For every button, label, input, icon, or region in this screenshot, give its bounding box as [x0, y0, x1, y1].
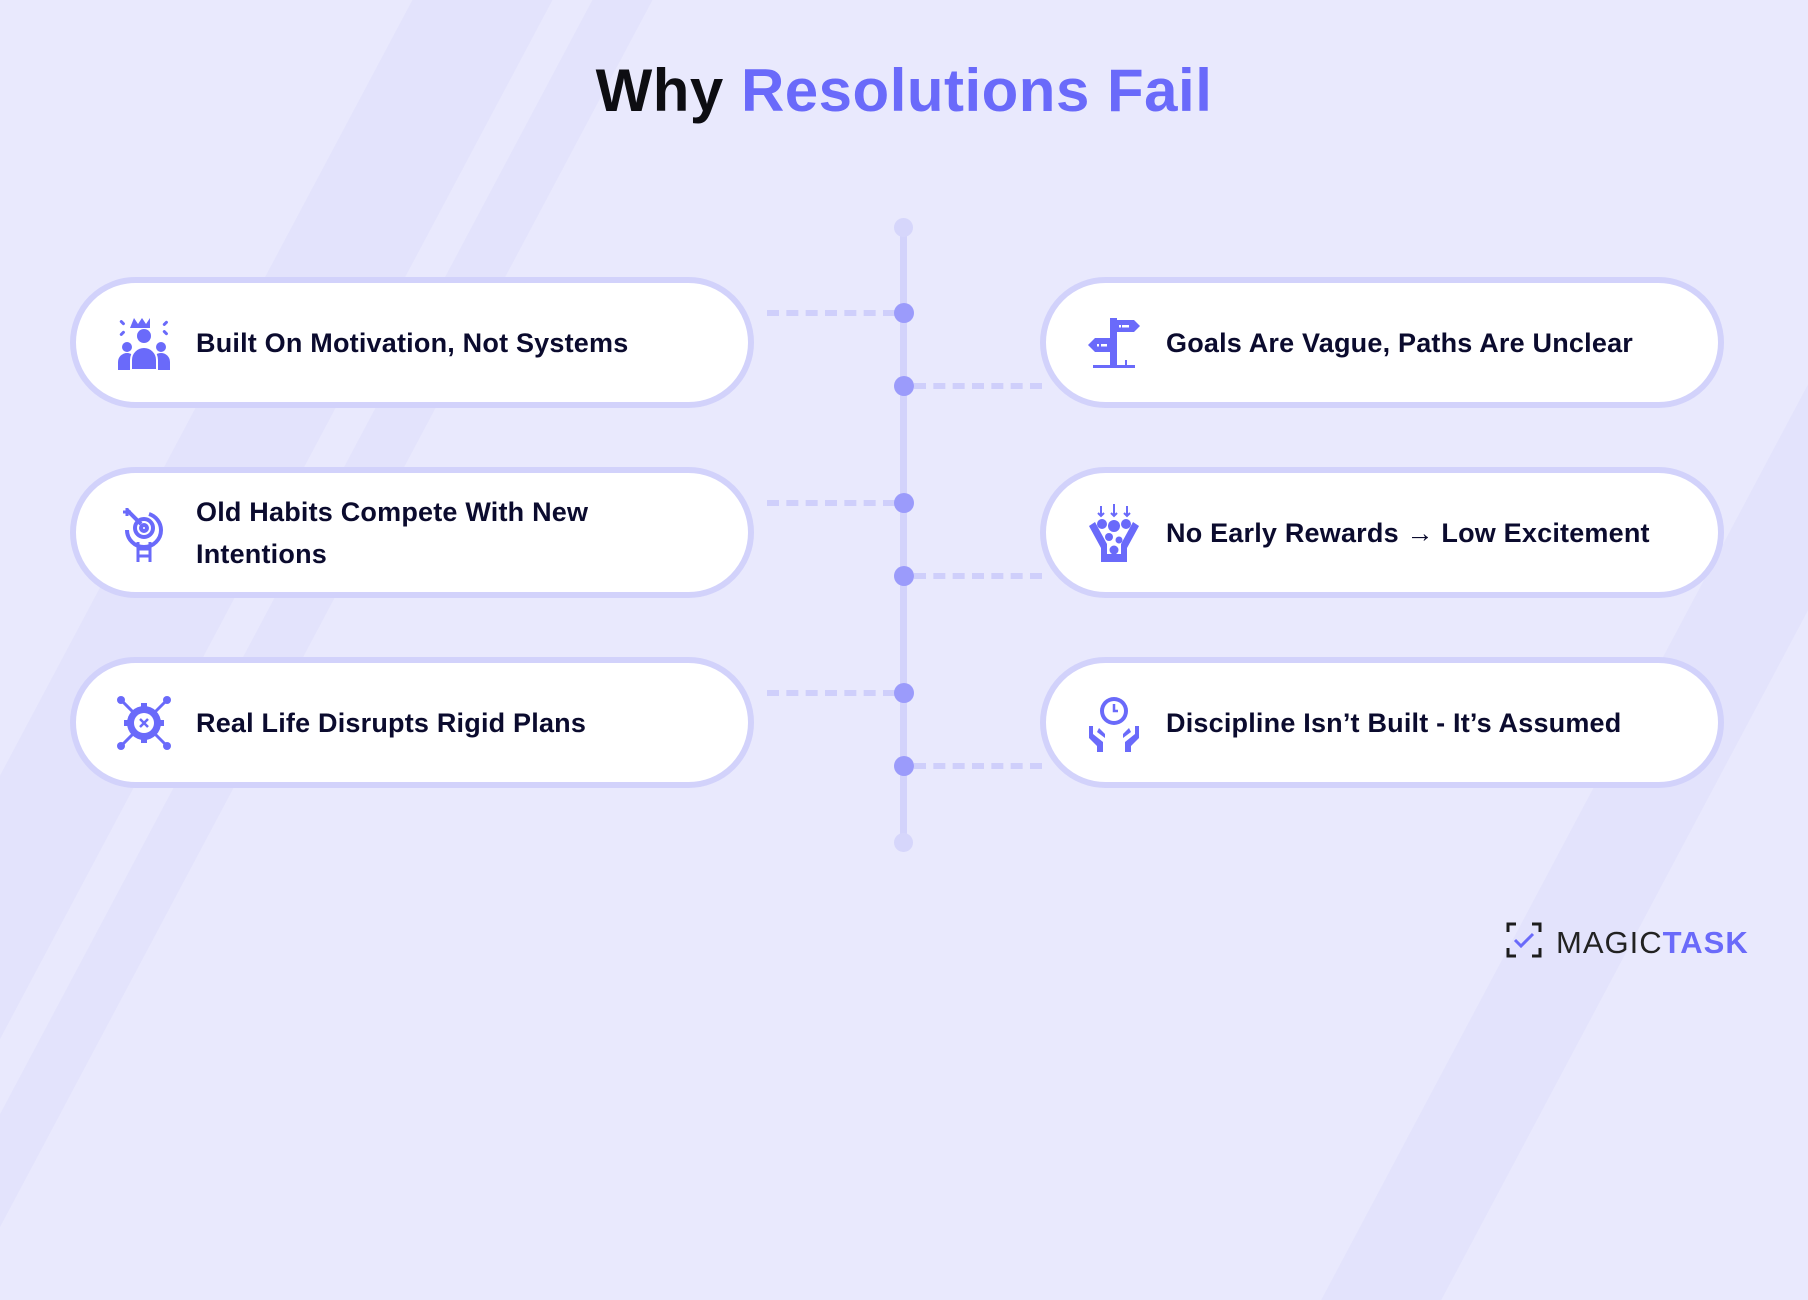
reason-label: Built On Motivation, Not Systems: [196, 327, 629, 358]
reason-label: Goals Are Vague, Paths Are Unclear: [1166, 327, 1633, 358]
page-title: Why Resolutions Fail: [0, 56, 1808, 125]
reason-label: No Early Rewards → Low Excitement: [1166, 517, 1650, 548]
connector-left-2: [767, 500, 895, 506]
connector-left-3: [767, 690, 895, 696]
timeline-dot-right-1: [894, 376, 914, 396]
signpost-icon: [1084, 313, 1144, 373]
title-prefix: Why: [595, 57, 724, 124]
timeline-start-dot: [894, 218, 913, 237]
gear-x-icon: [114, 693, 174, 753]
timeline-dot-right-2: [894, 566, 914, 586]
reason-card-no-rewards: No Early Rewards → Low Excitement: [1040, 467, 1724, 598]
connector-right-2: [914, 573, 1042, 579]
target-ladder-icon: [114, 503, 174, 563]
timeline-dot-left-3: [894, 683, 914, 703]
title-accent: Resolutions Fail: [740, 57, 1213, 124]
reason-card-old-habits: Old Habits Compete With New Intentions: [70, 467, 754, 598]
timeline-dot-right-3: [894, 756, 914, 776]
hands-clock-icon: [1084, 693, 1144, 753]
connector-left-1: [767, 310, 895, 316]
connector-right-3: [914, 763, 1042, 769]
timeline-end-dot: [894, 833, 913, 852]
logo-text-task: TASK: [1662, 924, 1749, 960]
logo-text-magic: MAGIC: [1556, 924, 1663, 960]
logo-check-icon: [1506, 922, 1542, 963]
connector-right-1: [914, 383, 1042, 389]
reason-card-real-life: Real Life Disrupts Rigid Plans: [70, 657, 754, 788]
reason-card-motivation: Built On Motivation, Not Systems: [70, 277, 754, 408]
reason-label: Old Habits Compete With New Intentions: [196, 496, 589, 569]
reason-card-vague-goals: Goals Are Vague, Paths Are Unclear: [1040, 277, 1724, 408]
timeline-dot-left-1: [894, 303, 914, 323]
reason-label: Discipline Isn’t Built - It’s Assumed: [1166, 707, 1622, 738]
timeline-dot-left-2: [894, 493, 914, 513]
reason-card-discipline: Discipline Isn’t Built - It’s Assumed: [1040, 657, 1724, 788]
funnel-icon: [1084, 503, 1144, 563]
timeline-line: [900, 228, 907, 844]
background-stripe: [0, 0, 659, 1300]
background-stripe: [1321, 0, 1808, 1300]
magictask-logo: MAGIC TASK: [1506, 922, 1749, 963]
crowned-leader-icon: [114, 313, 174, 373]
reason-label: Real Life Disrupts Rigid Plans: [196, 707, 587, 738]
